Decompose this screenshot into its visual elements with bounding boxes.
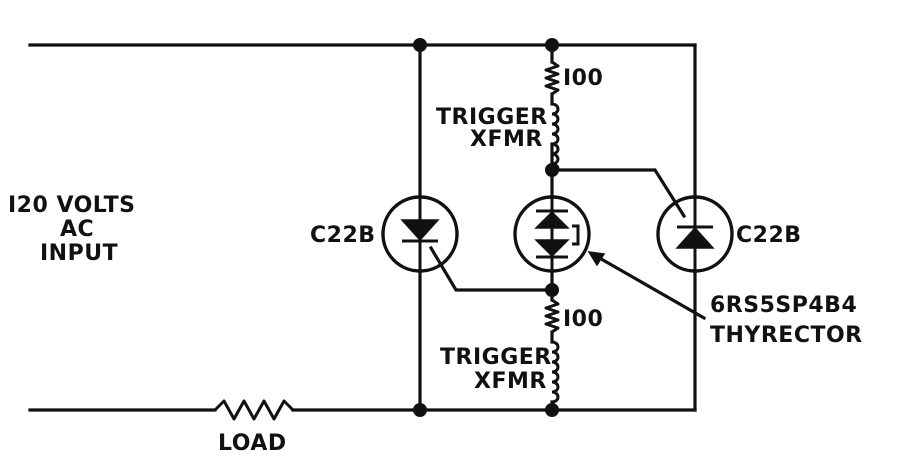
trigger-transformer-top: [550, 102, 560, 199]
junction-dot: [413, 38, 427, 52]
scr-right-gate-wire: [550, 168, 687, 219]
resistor-bottom: [544, 298, 560, 344]
resistor-bottom-label: I00: [563, 307, 603, 332]
junction-dot: [545, 38, 559, 52]
resistor-top-label: I00: [563, 66, 603, 91]
junction-dot: [545, 163, 559, 177]
input-label-line1: I20 VOLTS: [8, 193, 136, 218]
xfmr-bottom-label-line2: XFMR: [474, 369, 547, 394]
junction-dots: [413, 38, 559, 417]
load-label: LOAD: [218, 431, 287, 456]
xfmr-top-label-line1: TRIGGER: [436, 105, 548, 130]
junction-dot: [413, 403, 427, 417]
scr-left-label: C22B: [310, 223, 376, 248]
junction-dot: [545, 403, 559, 417]
load-resistor: [213, 399, 295, 421]
junction-dot: [545, 283, 559, 297]
input-label-line3: INPUT: [40, 241, 118, 266]
thyrector-type-label: THYRECTOR: [710, 323, 863, 348]
thyrector-part-label: 6RS5SP4B4: [710, 293, 857, 318]
resistor-top: [544, 43, 560, 106]
trigger-transformer-bottom: [550, 340, 560, 412]
scr-right-label: C22B: [736, 223, 802, 248]
scr-left: [381, 195, 459, 273]
xfmr-top-label-line2: XFMR: [470, 127, 543, 152]
input-label-line2: AC: [60, 217, 94, 242]
scr-left-gate-wire: [428, 245, 554, 292]
thyrector: [513, 195, 591, 273]
scr-right: [656, 195, 734, 273]
thyrector-pointer: [587, 251, 707, 321]
xfmr-bottom-label-line1: TRIGGER: [440, 345, 552, 370]
